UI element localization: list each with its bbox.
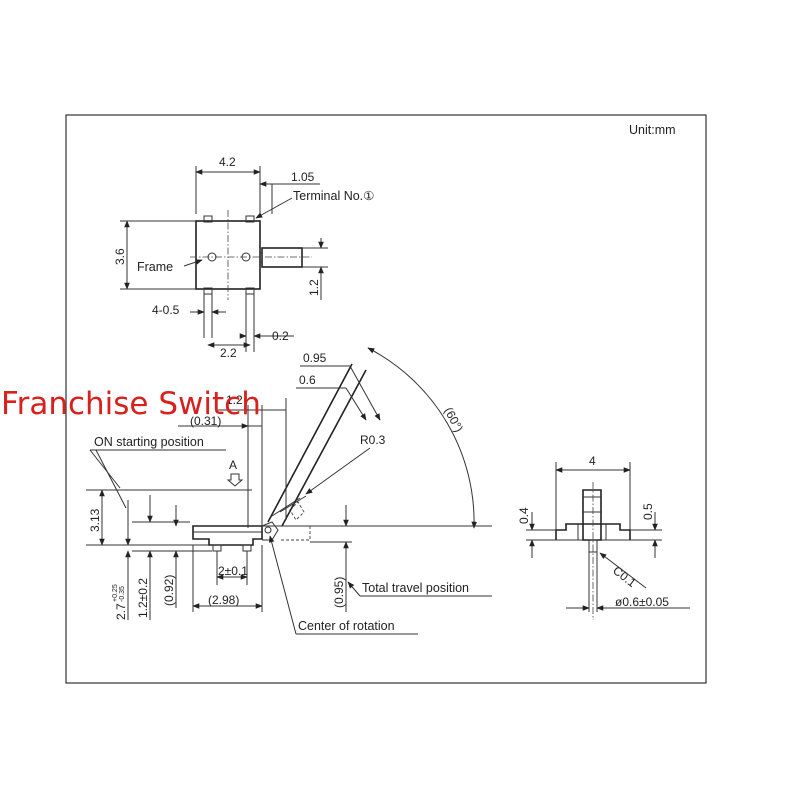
svg-text:2.7: 2.7 — [114, 603, 128, 620]
end-view: 4 0.4 0.5 C0.1 ø0.6±0.05 — [517, 454, 690, 620]
end-view-stem — [582, 489, 602, 541]
svg-text:R0.3: R0.3 — [360, 433, 386, 447]
svg-text:0.6: 0.6 — [299, 373, 316, 387]
top-view: 4.2 1.05 Terminal No.① 3.6 Frame 1.2 4-0… — [113, 155, 374, 360]
svg-text:-0.35: -0.35 — [119, 586, 126, 602]
top-view-actuator — [261, 247, 303, 268]
watermark-text: Franchise Switch — [1, 386, 261, 422]
side-view-lever — [267, 363, 353, 523]
svg-text:Center of rotation: Center of rotation — [298, 619, 395, 633]
svg-text:(0.95): (0.95) — [332, 577, 346, 608]
svg-text:(0.31): (0.31) — [190, 414, 221, 428]
svg-text:ø0.6±0.05: ø0.6±0.05 — [615, 595, 669, 609]
svg-text:A: A — [229, 458, 237, 472]
svg-text:(2.98): (2.98) — [208, 593, 239, 607]
svg-text:Total travel position: Total travel position — [362, 581, 469, 595]
svg-text:0.2: 0.2 — [272, 329, 289, 343]
side-view: 0.95 0.6 (60°) R0.3 1.2 (0.31) ON starti… — [86, 347, 492, 635]
svg-text:0.5: 0.5 — [641, 503, 655, 520]
svg-text:1.2: 1.2 — [307, 279, 321, 296]
svg-text:Frame: Frame — [137, 260, 173, 274]
svg-text:4-0.5: 4-0.5 — [152, 303, 180, 317]
svg-text:1.2: 1.2 — [226, 393, 243, 407]
svg-text:+0.25: +0.25 — [112, 584, 119, 602]
svg-text:Terminal No.①: Terminal No.① — [293, 189, 374, 203]
svg-text:(0.92): (0.92) — [162, 575, 176, 606]
unit-label: Unit:mm — [629, 123, 676, 137]
svg-text:4.2: 4.2 — [219, 155, 236, 169]
side-view-body — [192, 525, 263, 546]
svg-text:ON starting position: ON starting position — [94, 435, 204, 449]
svg-text:4: 4 — [589, 454, 596, 468]
svg-text:3.6: 3.6 — [113, 248, 127, 265]
svg-text:1.2±0.2: 1.2±0.2 — [136, 578, 150, 618]
svg-text:3.13: 3.13 — [88, 508, 102, 532]
svg-text:2.2: 2.2 — [220, 346, 237, 360]
drawing-frame — [65, 114, 707, 684]
svg-text:1.05: 1.05 — [291, 170, 315, 184]
svg-text:0.95: 0.95 — [303, 351, 327, 365]
svg-text:C0.1: C0.1 — [610, 563, 639, 590]
svg-text:2±0.1: 2±0.1 — [218, 564, 248, 578]
svg-text:0.4: 0.4 — [517, 507, 531, 524]
